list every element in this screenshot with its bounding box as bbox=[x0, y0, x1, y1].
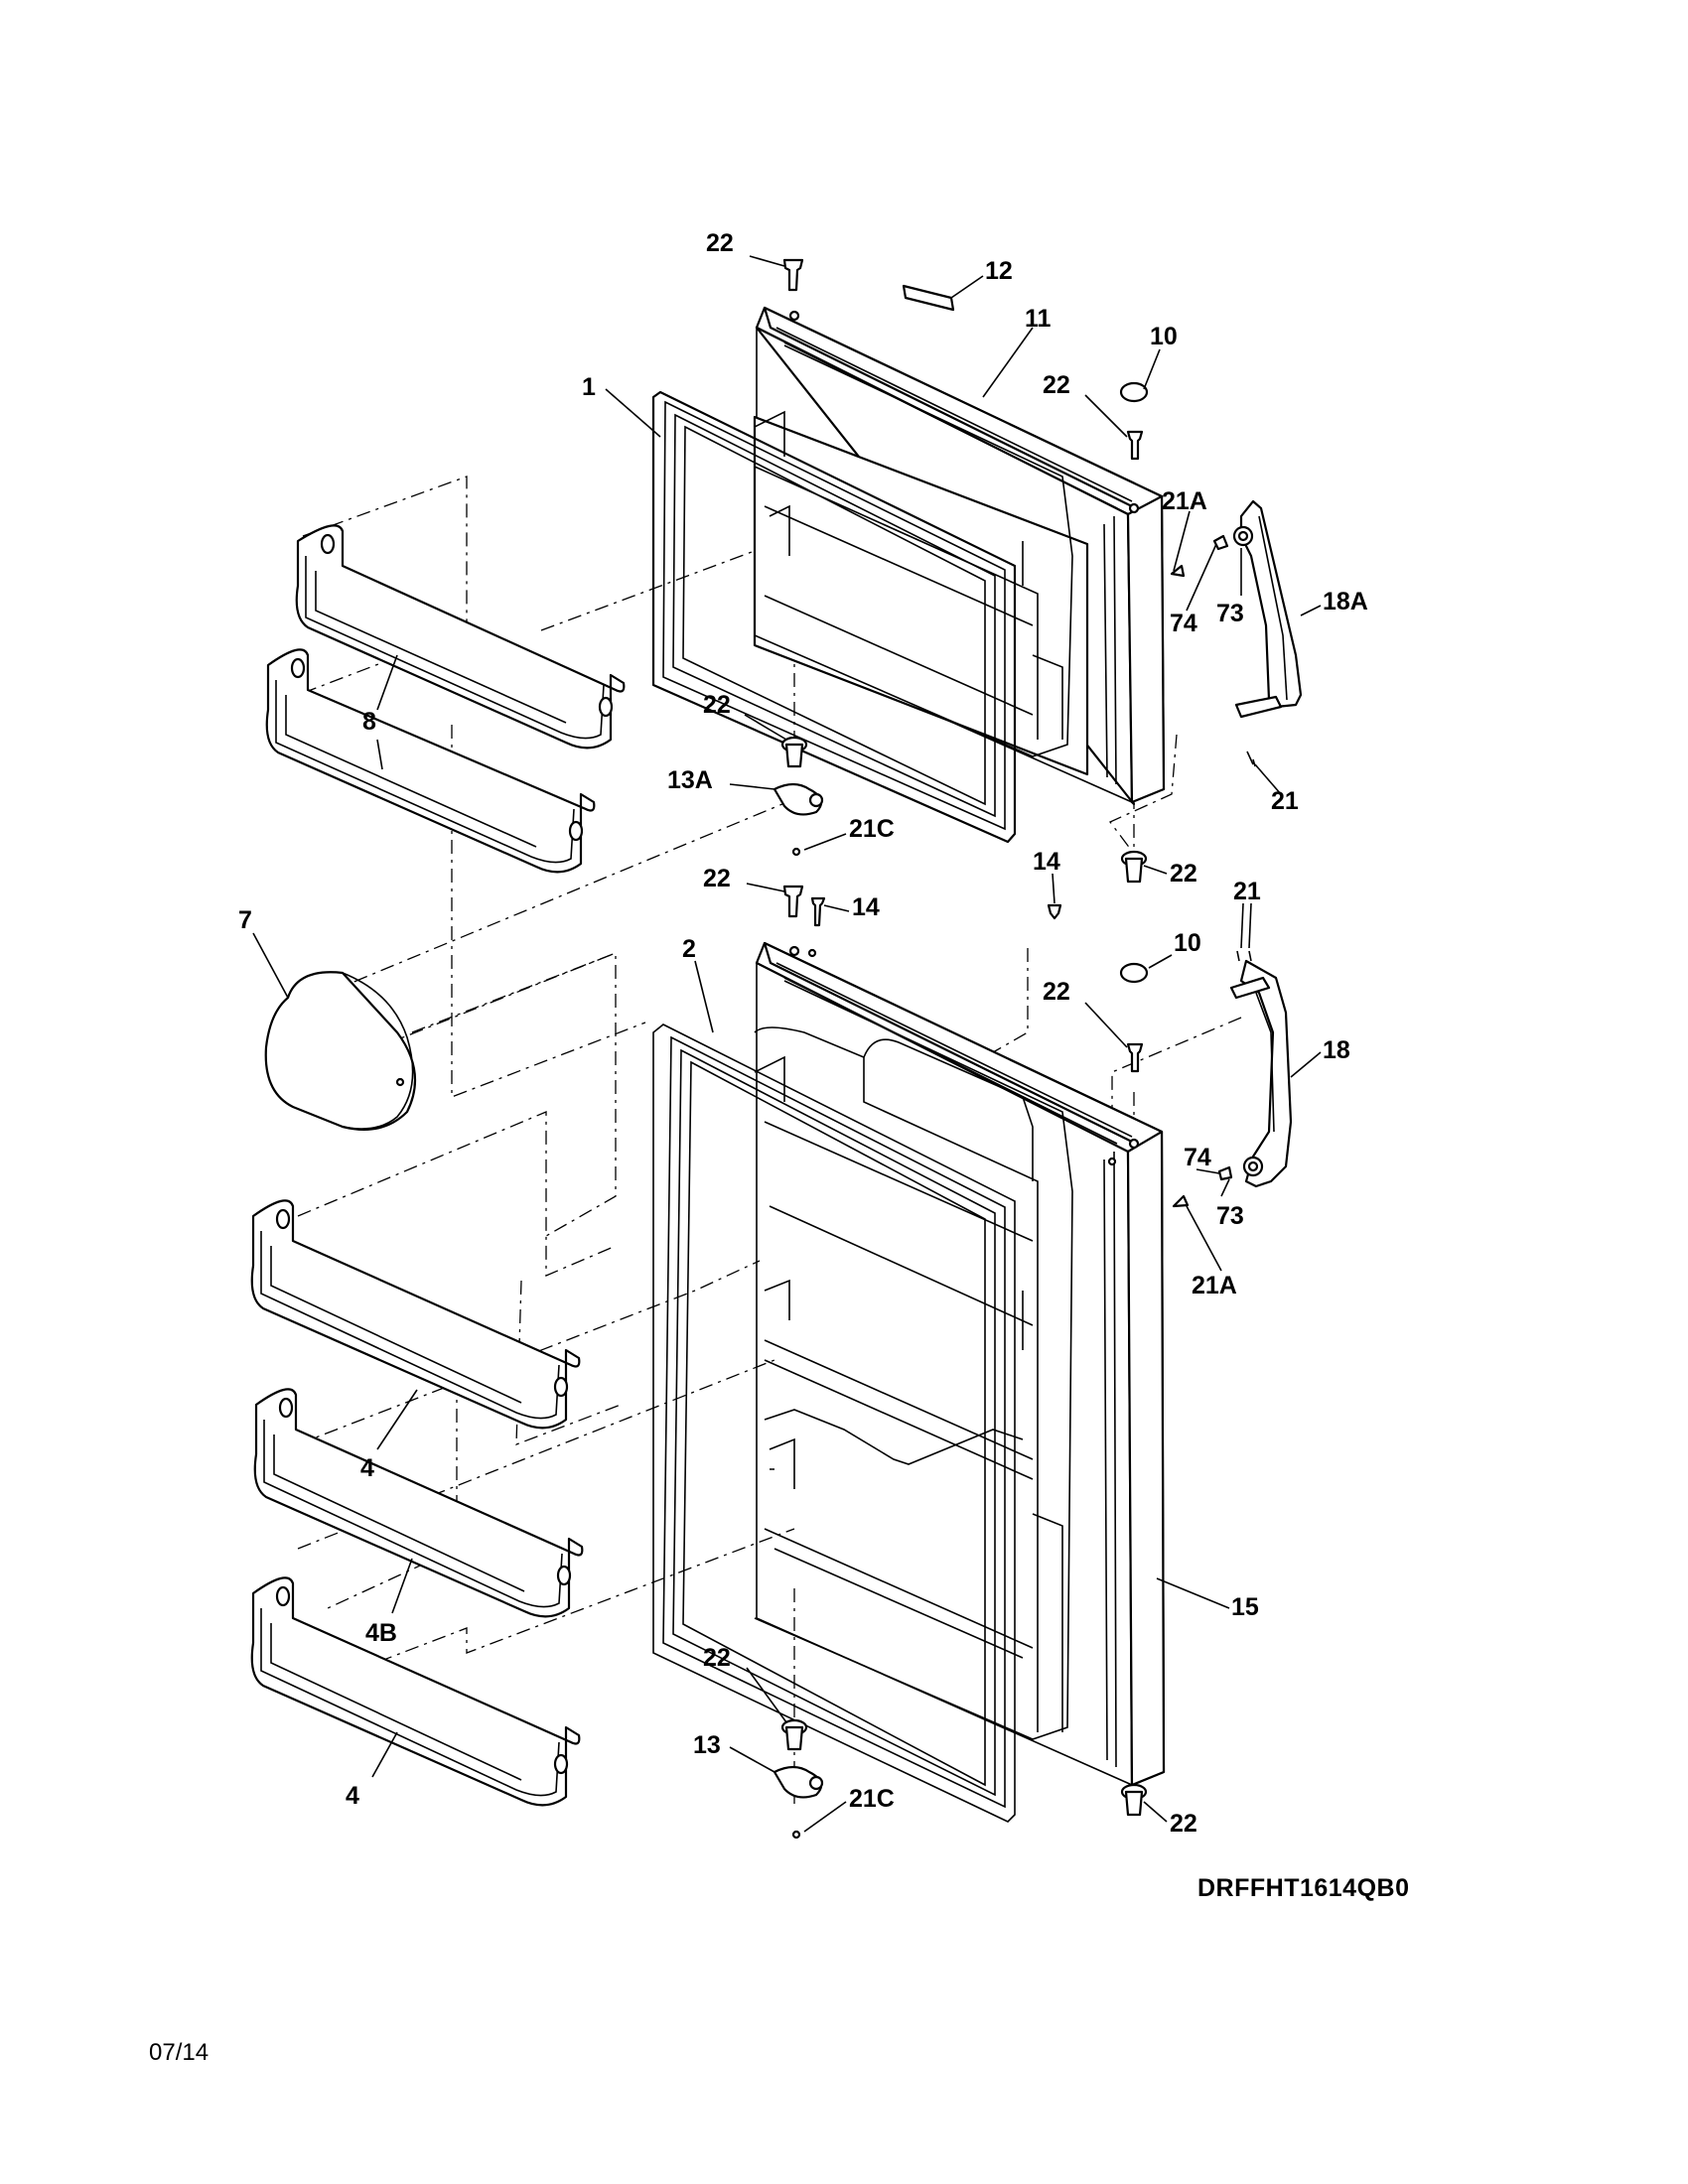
callout-10: 10 bbox=[1174, 929, 1201, 957]
callout-21: 21 bbox=[1271, 787, 1299, 815]
callout-13a: 13A bbox=[667, 766, 713, 794]
callout-74: 74 bbox=[1184, 1144, 1211, 1171]
freezer-door-handle bbox=[1170, 499, 1303, 767]
freezer-door-liner bbox=[753, 344, 1089, 776]
callout-1: 1 bbox=[582, 373, 596, 401]
callout-22: 22 bbox=[1170, 860, 1197, 887]
footer-date: 07/14 bbox=[149, 2039, 210, 2066]
callout-14: 14 bbox=[1033, 848, 1060, 876]
fresh-food-shelf-1 bbox=[250, 1199, 581, 1430]
callout-18: 18 bbox=[1323, 1036, 1350, 1064]
fresh-food-door-gasket bbox=[652, 1024, 1016, 1823]
callout-8: 8 bbox=[362, 708, 376, 736]
callout-10: 10 bbox=[1150, 323, 1178, 350]
callout-21: 21 bbox=[1233, 878, 1261, 905]
callout-11: 11 bbox=[1025, 305, 1052, 333]
callout-7: 7 bbox=[238, 906, 252, 934]
callout-21a: 21A bbox=[1192, 1272, 1237, 1299]
freezer-hardware bbox=[773, 258, 1149, 884]
callout-4b: 4B bbox=[365, 1619, 397, 1647]
callout-21c: 21C bbox=[849, 1785, 895, 1813]
fresh-food-door-handle bbox=[1172, 950, 1293, 1208]
callout-15: 15 bbox=[1231, 1593, 1259, 1621]
callout-73: 73 bbox=[1216, 1202, 1244, 1230]
freezer-door-gasket bbox=[651, 390, 1017, 844]
callout-22: 22 bbox=[703, 865, 731, 892]
diagram-code: DRFFHT1614QB0 bbox=[1197, 1874, 1410, 1902]
callout-22: 22 bbox=[1043, 978, 1070, 1006]
callout-22: 22 bbox=[706, 229, 734, 257]
callout-labels: 22 12 11 10 22 1 21A 74 73 18A 8 22 13A … bbox=[238, 229, 1368, 1838]
callout-22: 22 bbox=[703, 1644, 731, 1672]
dairy-compartment-door bbox=[264, 971, 417, 1131]
callout-12: 12 bbox=[985, 257, 1013, 285]
callout-22: 22 bbox=[1043, 371, 1070, 399]
callout-2: 2 bbox=[682, 935, 696, 963]
fresh-food-hardware bbox=[773, 885, 1149, 1840]
fresh-food-door-outer bbox=[755, 941, 1166, 1787]
callout-21c: 21C bbox=[849, 815, 895, 843]
callout-73: 73 bbox=[1216, 600, 1244, 627]
leader-lines bbox=[252, 255, 1322, 1833]
fresh-food-shelf-2 bbox=[253, 1388, 584, 1618]
callout-22: 22 bbox=[1170, 1810, 1197, 1838]
fresh-food-door-liner bbox=[754, 980, 1073, 1740]
callout-13: 13 bbox=[693, 1731, 721, 1759]
callout-18a: 18A bbox=[1323, 588, 1368, 615]
callout-14: 14 bbox=[852, 893, 880, 921]
callout-21a: 21A bbox=[1162, 487, 1207, 515]
freezer-door-shelf-upper bbox=[295, 524, 626, 750]
fresh-food-shelf-3 bbox=[250, 1576, 581, 1807]
callout-74: 74 bbox=[1170, 610, 1197, 637]
callout-4: 4 bbox=[360, 1454, 374, 1482]
callout-4: 4 bbox=[346, 1782, 359, 1810]
freezer-door-shelf-lower bbox=[265, 648, 596, 874]
callout-22: 22 bbox=[703, 691, 731, 719]
